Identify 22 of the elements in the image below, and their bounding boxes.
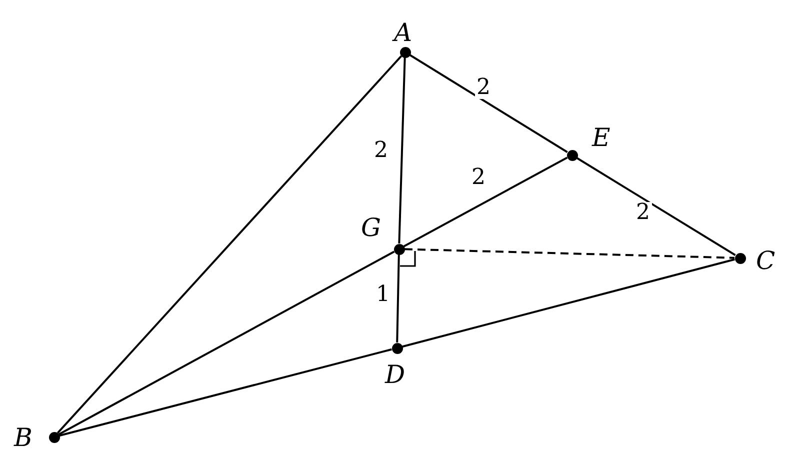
point-label: D <box>385 362 406 387</box>
point-dot <box>394 244 404 254</box>
point-dot <box>48 432 60 442</box>
point-label: C <box>756 248 776 273</box>
point-label: G <box>361 215 381 240</box>
dashed-line-segment <box>404 248 735 259</box>
line-segment <box>398 57 406 244</box>
line-segment <box>56 55 402 434</box>
point-dot <box>566 150 578 160</box>
point-label: E <box>592 125 610 150</box>
line-segment <box>403 156 568 248</box>
point-label: B <box>14 425 32 450</box>
point-dot <box>734 252 746 264</box>
line-segment <box>576 157 736 256</box>
point-dot <box>392 342 402 354</box>
line-segment <box>58 250 395 436</box>
line-segment <box>409 54 568 153</box>
line-segment <box>402 258 735 348</box>
line-segment <box>396 254 400 343</box>
point-dot <box>400 46 410 58</box>
line-segment <box>59 348 392 437</box>
point-label: A <box>394 20 412 45</box>
